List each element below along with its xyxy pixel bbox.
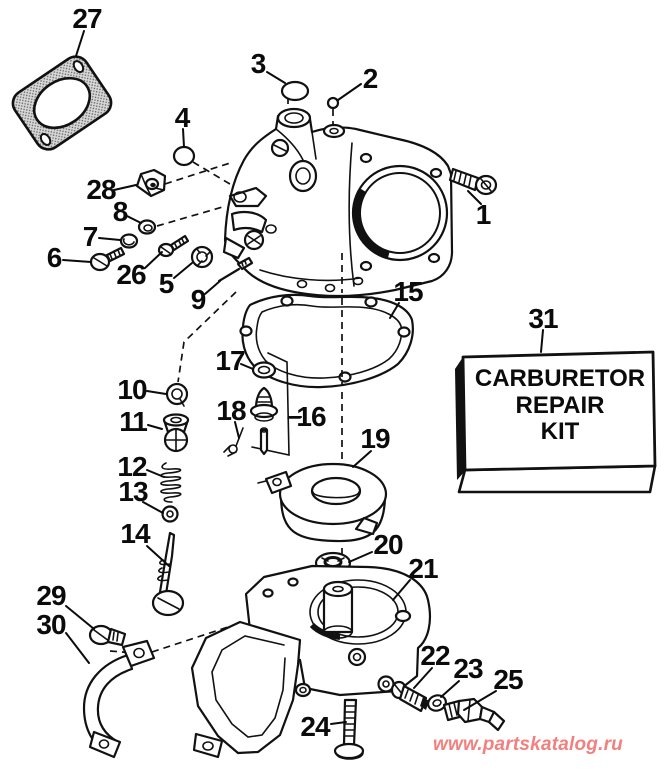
part-1-idle-screw	[448, 167, 498, 196]
watermark-url: www.partskatalog.ru	[433, 734, 623, 755]
part-17-washer	[251, 361, 277, 379]
callout-26: 26	[116, 259, 146, 290]
part-29-screw	[88, 624, 127, 647]
callout-22: 22	[420, 640, 450, 671]
part-22-drain-screw	[390, 680, 429, 713]
kit-box-line2: REPAIR	[515, 391, 605, 419]
callout-7: 7	[82, 221, 99, 252]
callout-25: 25	[493, 664, 523, 695]
callout-23: 23	[453, 653, 483, 684]
part-3-cap	[280, 80, 310, 102]
kit-box-line3: KIT	[540, 418, 580, 445]
part-28-nut	[135, 168, 167, 198]
callout-6: 6	[46, 242, 63, 273]
callout-13: 13	[118, 476, 148, 507]
kit-box-label: CARBURETOR REPAIR KIT	[467, 365, 653, 446]
callout-1: 1	[475, 199, 492, 230]
callout-21: 21	[408, 553, 438, 584]
callout-16: 16	[296, 401, 326, 432]
callout-10: 10	[117, 374, 147, 405]
callout-8: 8	[112, 196, 129, 227]
callout-19: 19	[360, 423, 390, 454]
callout-4: 4	[174, 102, 191, 133]
part-24-bolt	[333, 698, 365, 760]
part-19-float	[257, 462, 388, 543]
callout-30: 30	[36, 609, 66, 640]
part-23-washer	[427, 694, 447, 712]
kit-box-line1: CARBURETOR	[474, 365, 646, 392]
callout-29: 29	[36, 580, 66, 611]
callout-17: 17	[215, 345, 245, 376]
callout-12: 12	[117, 451, 147, 482]
part-4-plug	[172, 145, 196, 167]
part-15-gasket	[239, 293, 414, 389]
callout-28: 28	[86, 174, 116, 205]
leader-lines	[62, 30, 544, 725]
callout-9: 9	[190, 284, 207, 315]
part-float-needle-valve	[249, 386, 279, 456]
part-13-washer	[161, 505, 179, 523]
part-16-float-valve-kit	[223, 352, 301, 457]
callout-15: 15	[393, 276, 423, 307]
part-30-clamp	[82, 639, 156, 759]
part-8-nut	[137, 219, 157, 235]
part-14-mixture-needle	[151, 531, 185, 617]
kit-box-31	[455, 350, 657, 494]
part-18-clip	[223, 427, 244, 457]
part-25-fitting	[442, 697, 506, 732]
part-27-mounting-gasket	[11, 55, 113, 151]
part-2-ball	[326, 96, 340, 110]
callout-31: 31	[528, 303, 558, 334]
callout-5: 5	[158, 268, 175, 299]
callout-14: 14	[120, 518, 150, 549]
callout-20: 20	[373, 529, 403, 560]
part-10-washer	[165, 382, 189, 407]
part-7-nut	[119, 233, 139, 249]
callout-27: 27	[72, 3, 102, 34]
part-11-packing-nut	[162, 413, 190, 453]
callout-2: 2	[362, 63, 379, 94]
part-12-spring	[160, 462, 182, 503]
part-9-needle	[217, 256, 254, 283]
callout-18: 18	[216, 395, 246, 426]
part-5-washer	[190, 245, 214, 269]
part-26-screw	[157, 234, 190, 258]
callout-11: 11	[119, 406, 148, 437]
callout-24: 24	[300, 711, 330, 742]
part-carburetor-body-top	[222, 107, 454, 298]
callout-3: 3	[250, 48, 267, 79]
part-21-float-bowl	[190, 564, 432, 759]
